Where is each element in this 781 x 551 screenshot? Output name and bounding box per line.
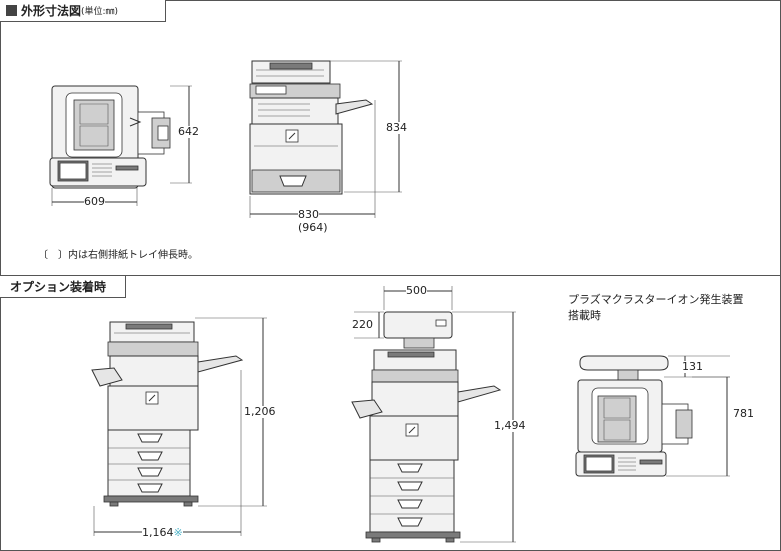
top-section-tab: 外形寸法図 (単位:㎜) <box>0 0 166 22</box>
plasma-label-line2: 搭載時 <box>568 309 601 322</box>
option-c-top-label: 131 <box>682 360 703 373</box>
square-bullet-icon <box>6 5 17 16</box>
unit-label: (単位:㎜) <box>81 7 119 17</box>
option-c-depth-label: 781 <box>733 407 754 420</box>
option-a-drawing <box>91 321 244 507</box>
top-view-drawing <box>49 85 171 189</box>
option-a-width-label: 1,164※ <box>142 527 183 539</box>
option-section-tab: オプション装着時 <box>0 276 126 298</box>
option-a-height-label: 1,206 <box>244 405 276 418</box>
front-height-label: 834 <box>386 121 407 134</box>
front-width-extended-label: (964) <box>298 221 328 234</box>
option-b-top-height-label: 220 <box>352 318 373 331</box>
front-width-label: 830 <box>298 208 319 221</box>
front-view-drawing <box>249 60 374 195</box>
top-section-title: 外形寸法図 <box>21 4 82 18</box>
bracket-note: 〔 〕内は右側排紙トレイ伸長時。 <box>38 250 198 261</box>
option-c-drawing <box>575 355 693 477</box>
top-view-width-label: 609 <box>84 195 105 208</box>
option-b-top-width-label: 500 <box>406 284 427 297</box>
option-b-height-label: 1,494 <box>494 419 526 432</box>
plasma-label-line1: プラズマクラスターイオン発生装置 <box>568 293 744 306</box>
option-section-title: オプション装着時 <box>10 280 107 294</box>
option-b-drawing <box>351 311 502 543</box>
top-view-depth-label: 642 <box>178 125 199 138</box>
option-a-width-value: 1,164 <box>142 526 174 539</box>
asterisk-mark: ※ <box>173 526 183 539</box>
